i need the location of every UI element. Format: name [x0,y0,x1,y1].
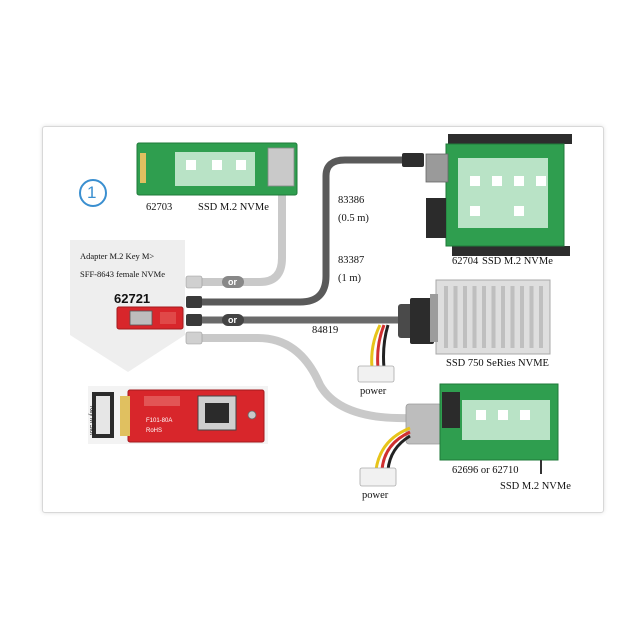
step-number: 1 [87,184,96,201]
or-label-2: or [228,315,237,325]
sata-power-plug-2 [360,468,396,486]
label-83387-code: 83387 [338,256,364,267]
plug-light-bottom [186,332,202,344]
heatsink-fin [463,286,467,348]
board-62696 [440,384,558,474]
label-62696-code: 62696 or 62710 [452,466,519,477]
board-chip-text: F101-80A [146,418,172,424]
board-slot-text: Key M Slot [88,406,94,435]
heatsink-fin [539,286,543,348]
plug-83386-end [402,153,424,167]
label-power-1: power [360,387,386,398]
label-62704-code: 62704 [452,257,478,268]
label-83386-length: (0.5 m) [338,214,369,225]
heatsink-fin [492,286,496,348]
label-83387-length: (1 m) [338,274,361,285]
heatsink-fin [482,286,486,348]
label-84819-code: 84819 [312,326,338,337]
heatsink-fin [501,286,505,348]
or-label-1: or [228,277,237,287]
board-62721-large [88,386,268,444]
u2-connector-light [406,404,442,444]
plug-dark-2 [186,314,202,326]
plug-dark-1 [186,296,202,308]
heatsink-fin [454,286,458,348]
board-62721-small [117,307,183,329]
board-62703 [137,143,297,195]
label-62703-desc: SSD M.2 NVMe [198,203,269,214]
plug-light-top [186,276,202,288]
heatsink-fin [444,286,448,348]
sata-power-plug-1 [358,366,394,382]
board-62704 [426,134,572,256]
heatsink-fin [473,286,477,348]
label-62721-line1: Adapter M.2 Key M> [80,252,154,261]
label-83386-code: 83386 [338,196,364,207]
label-62696-desc: SSD M.2 NVMe [500,482,571,493]
heatsink-fin [530,286,534,348]
label-ssd750: SSD 750 SeRies NVME [446,359,549,370]
heatsink-fin [511,286,515,348]
heatsink-fin [520,286,524,348]
label-power-2: power [362,491,388,502]
label-62703-code: 62703 [146,203,172,214]
board-rohs-text: RoHS [146,428,162,434]
ssd-750 [430,280,550,354]
label-62704-desc: SSD M.2 NVMe [482,257,553,268]
label-62721-line2: SFF-8643 female NVMe [80,270,165,279]
label-62721-code: 62721 [114,292,150,305]
